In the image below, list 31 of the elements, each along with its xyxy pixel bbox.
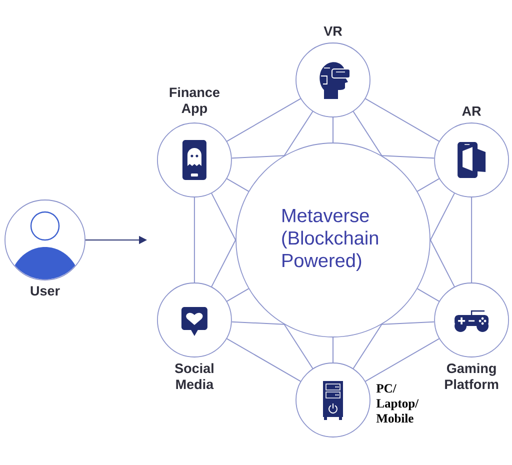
- node-label: PC/ Laptop/ Mobile: [376, 384, 419, 423]
- connector-line: [332, 116, 334, 144]
- node-label: Social Media: [174, 363, 214, 390]
- connector-line: [211, 192, 236, 240]
- connector-line: [211, 240, 236, 288]
- connector-line: [381, 155, 435, 159]
- connector-line: [284, 324, 314, 370]
- node-label: Finance App: [170, 87, 220, 116]
- node-label: AR: [462, 106, 482, 116]
- connector-line: [194, 196, 195, 284]
- connector-line: [352, 324, 382, 370]
- connector-line: [381, 321, 435, 325]
- connector-line: [226, 178, 250, 192]
- connector-line: [352, 110, 382, 156]
- node-label: Gaming Platform: [445, 363, 498, 390]
- connector-line: [226, 338, 302, 382]
- connector-line: [416, 178, 440, 192]
- connector-line: [332, 336, 334, 364]
- connector-line: [364, 98, 440, 142]
- connector-line: [430, 240, 455, 288]
- connector-line: [430, 192, 455, 240]
- connector-line: [231, 321, 285, 325]
- connector-line: [284, 110, 314, 156]
- node-label: User: [30, 286, 60, 296]
- connector-line: [471, 196, 472, 284]
- node-label: VR: [324, 26, 342, 36]
- connector-line: [226, 288, 250, 302]
- connector-line: [226, 98, 302, 142]
- connector-line: [416, 288, 440, 302]
- connector-line: [231, 155, 285, 159]
- connector-line: [364, 338, 440, 382]
